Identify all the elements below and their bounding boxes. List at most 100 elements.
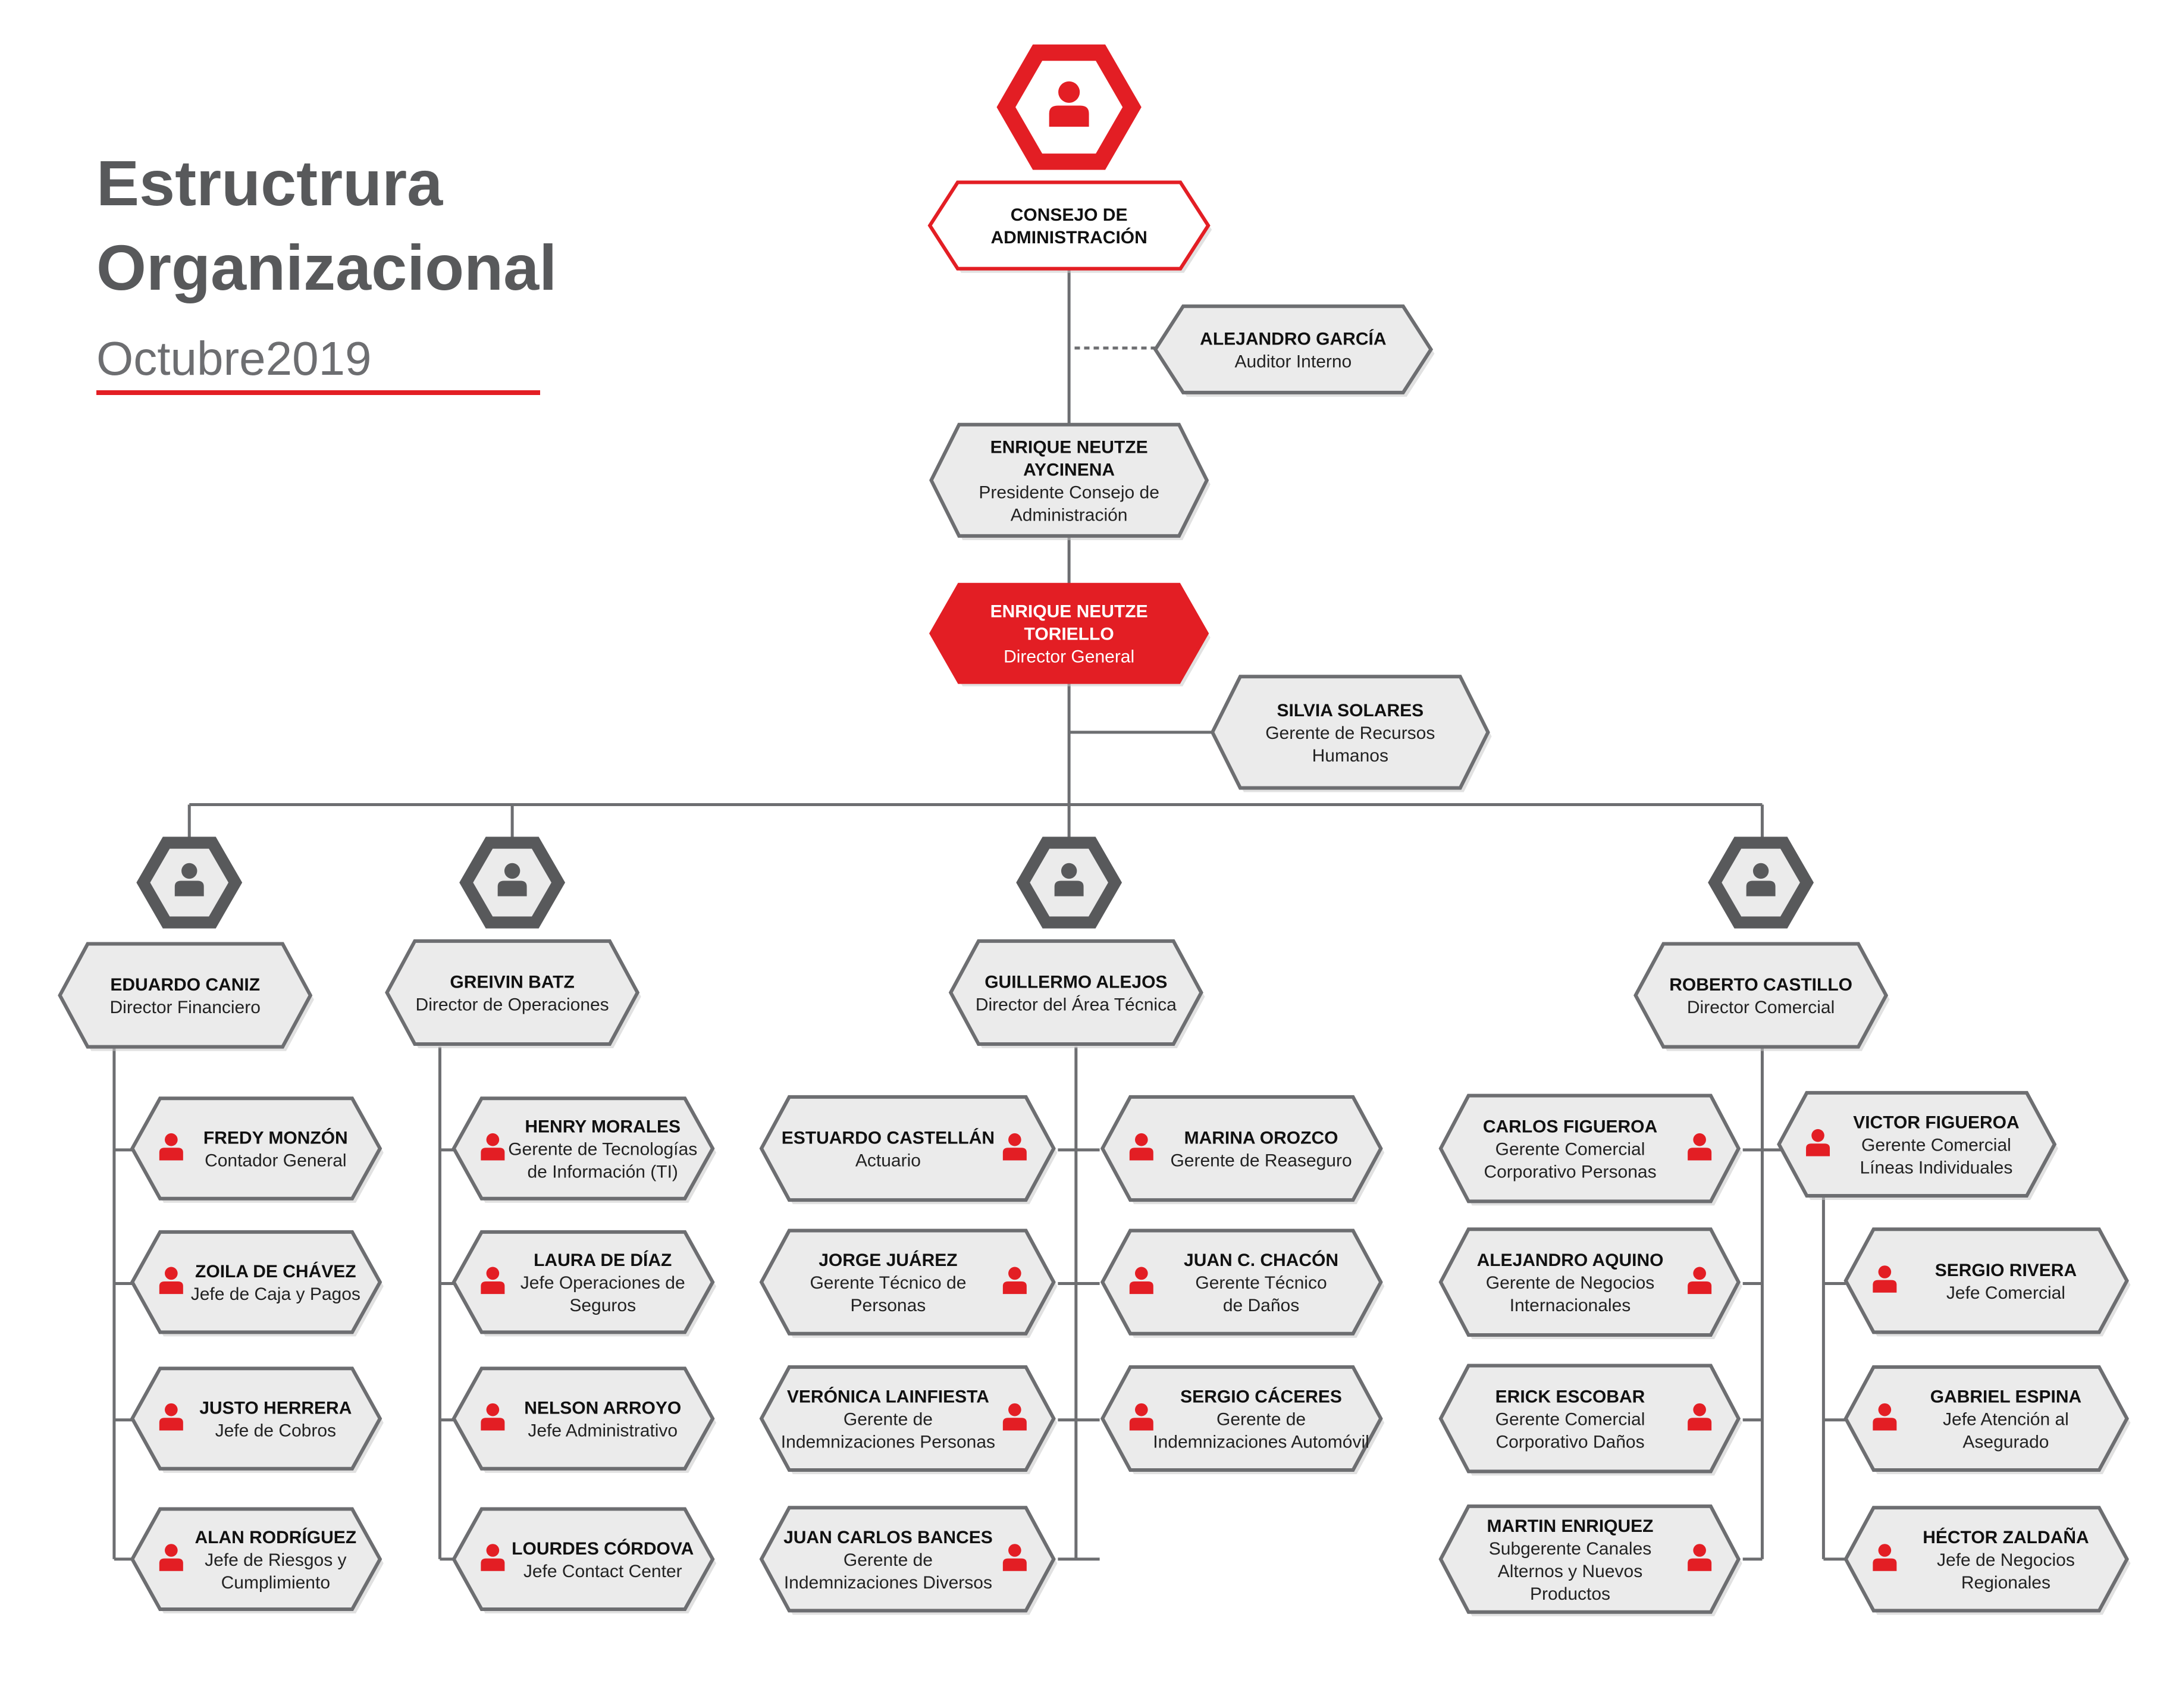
person-icon — [1002, 1403, 1027, 1431]
person-role: Director Comercial — [1687, 998, 1835, 1017]
box-shape — [58, 942, 313, 1049]
person-name: ADMINISTRACIÓN — [990, 227, 1147, 247]
person-icon — [1873, 1403, 1897, 1431]
title-line2: Organizacional — [96, 231, 557, 303]
person-role: Actuario — [855, 1151, 921, 1171]
person-name: GUILLERMO ALEJOS — [984, 972, 1167, 992]
box-shape — [759, 1506, 1056, 1613]
staff-box: LOURDES CÓRDOVA Jefe Contact Center — [451, 1507, 717, 1614]
box-shape — [451, 1367, 715, 1471]
staff-box: LAURA DE DÍAZ Jefe Operaciones de Seguros — [451, 1230, 717, 1337]
person-name: CONSEJO DE — [1011, 205, 1128, 225]
person-icon — [159, 1267, 183, 1295]
box-shape — [1100, 1365, 1383, 1472]
staff-box: ALEJANDRO AQUINO Gerente de NegociosInter… — [1438, 1227, 1742, 1340]
person-icon — [481, 1133, 505, 1161]
person-icon — [1002, 1544, 1027, 1571]
box-shape — [1438, 1504, 1741, 1614]
person-name: MARINA OROZCO — [1184, 1129, 1338, 1148]
person-name: AYCINENA — [1023, 460, 1115, 480]
person-name: ZOILA DE CHÁVEZ — [195, 1261, 356, 1281]
person-icon — [1129, 1403, 1153, 1431]
person-name: TORIELLO — [1024, 625, 1114, 644]
person-role: Gerente Comercial — [1495, 1409, 1645, 1429]
person-role: Corporativo Daños — [1495, 1432, 1644, 1452]
director-badge-2 — [459, 836, 566, 929]
box-shape — [1633, 942, 1889, 1049]
person-role: Presidente Consejo de — [979, 482, 1159, 502]
person-role: Gerente Comercial — [1495, 1140, 1645, 1159]
person-icon — [1688, 1544, 1712, 1571]
box-shape — [130, 1096, 382, 1201]
person-name: VICTOR FIGUEROA — [1853, 1112, 2019, 1132]
person-role: Director del Área Técnica — [976, 995, 1177, 1014]
person-name: ALAN RODRÍGUEZ — [195, 1527, 356, 1547]
person-role: Jefe Operaciones de — [521, 1273, 685, 1293]
person-role: Jefe Administrativo — [528, 1421, 678, 1440]
person-icon — [481, 1544, 505, 1571]
person-icon — [159, 1403, 183, 1431]
box-shape — [1210, 675, 1490, 790]
box-shape — [759, 1365, 1056, 1472]
person-icon — [1873, 1265, 1897, 1293]
box-shape — [929, 582, 1209, 684]
person-icon — [159, 1133, 183, 1161]
box-shape — [1843, 1227, 2129, 1334]
box-shape — [929, 422, 1209, 538]
person-name: SILVIA SOLARES — [1277, 701, 1424, 720]
person-name: ALEJANDRO AQUINO — [1477, 1251, 1664, 1270]
person-name: MARTIN ENRIQUEZ — [1487, 1516, 1654, 1536]
person-role: Alternos y Nuevos — [1498, 1562, 1642, 1581]
person-icon — [481, 1403, 505, 1431]
person-role: Corporativo Personas — [1484, 1162, 1656, 1182]
person-role: Auditor Interno — [1234, 352, 1352, 371]
person-role: Indemnizaciones Automóvil — [1153, 1432, 1369, 1452]
box-shape — [927, 180, 1211, 271]
person-role: Seguros — [569, 1296, 636, 1315]
person-name: ESTUARDO CASTELLÁN — [782, 1128, 995, 1148]
box-shape — [1843, 1365, 2129, 1472]
person-role: Jefe Contact Center — [523, 1562, 682, 1581]
person-role: Indemnizaciones Personas — [781, 1432, 995, 1452]
person-role: de Daños — [1223, 1296, 1299, 1315]
box-shape — [1843, 1506, 2129, 1613]
person-role: Gerente de — [844, 1409, 933, 1429]
person-name: LOURDES CÓRDOVA — [512, 1538, 694, 1559]
person-icon — [1746, 863, 1776, 897]
director-badge-1 — [136, 836, 243, 929]
box-shape — [948, 939, 1203, 1046]
person-role: Cumplimiento — [221, 1573, 330, 1593]
staff-box: CARLOS FIGUEROA Gerente ComercialCorporat… — [1438, 1093, 1742, 1206]
box-shape — [759, 1228, 1056, 1336]
person-icon — [174, 863, 204, 897]
person-name: LAURA DE DÍAZ — [534, 1250, 672, 1270]
box-shape — [130, 1230, 382, 1334]
person-role: Director de Operaciones — [416, 995, 609, 1014]
person-icon — [1688, 1267, 1712, 1295]
person-role: Productos — [1530, 1584, 1610, 1604]
person-name: CARLOS FIGUEROA — [1483, 1117, 1657, 1137]
person-role: Líneas Individuales — [1860, 1158, 2013, 1177]
person-role: Gerente de Negocios — [1486, 1273, 1655, 1293]
person-icon — [1129, 1267, 1153, 1295]
person-icon — [1054, 863, 1084, 897]
person-role: Internacionales — [1510, 1296, 1631, 1315]
person-icon — [1873, 1544, 1897, 1571]
person-role: Contador General — [205, 1151, 346, 1171]
person-role: Gerente de Tecnologías — [508, 1140, 697, 1159]
box-shape — [1777, 1090, 2057, 1198]
person-role: Jefe Atención al — [1943, 1409, 2069, 1429]
box-shape — [759, 1095, 1056, 1202]
